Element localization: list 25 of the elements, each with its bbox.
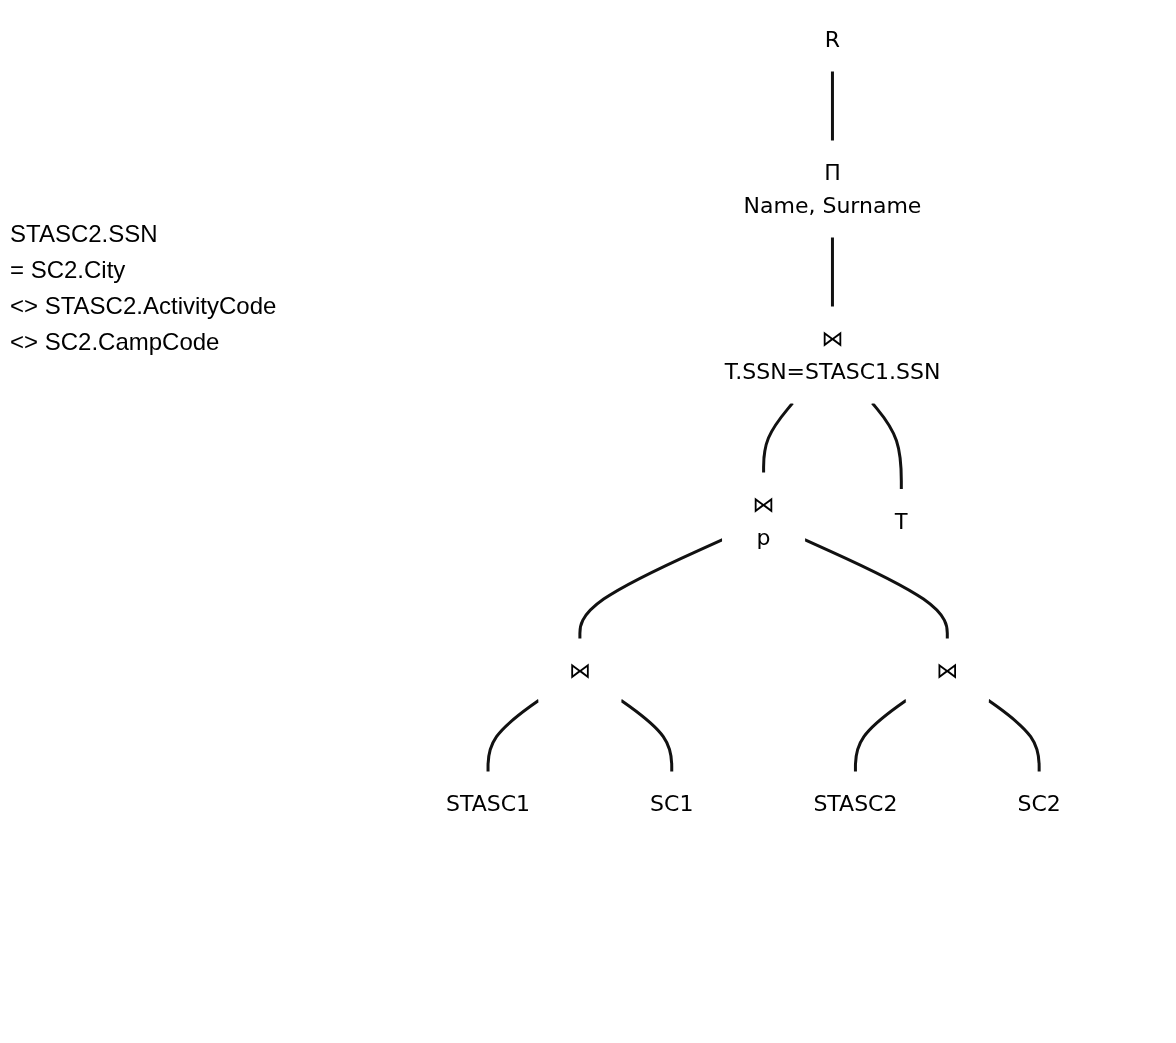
connector <box>987 698 1041 772</box>
connector <box>803 538 949 639</box>
node-text: SC1 <box>649 791 693 816</box>
node-text: R <box>824 27 840 52</box>
node-text: Π Name, Surname <box>743 160 921 218</box>
connector <box>830 237 834 307</box>
connector <box>761 402 794 473</box>
node-text: STASC2 <box>813 791 898 816</box>
node-text: SC2 <box>1017 791 1061 816</box>
condition-text: STASC2.SSN <box>10 220 159 248</box>
condition-text: = SC2.City <box>10 256 127 284</box>
node-text: ⋈ T.SSN=STASC1.SSN <box>724 326 941 384</box>
node-text: ⋈ <box>935 658 958 683</box>
condition-text: <> STASC2.ActivityCode <box>10 292 278 320</box>
node-text: STASC1 <box>445 791 530 816</box>
connector <box>830 71 834 141</box>
connector <box>619 698 673 772</box>
node-text: ⋈ p <box>752 492 775 550</box>
condition-text: <> SC2.CampCode <box>10 328 221 356</box>
connector <box>486 698 540 772</box>
connector <box>870 402 903 490</box>
connector <box>578 538 723 639</box>
node-text: ⋈ <box>568 658 591 683</box>
node-text: T <box>894 508 908 534</box>
connector <box>853 698 907 772</box>
